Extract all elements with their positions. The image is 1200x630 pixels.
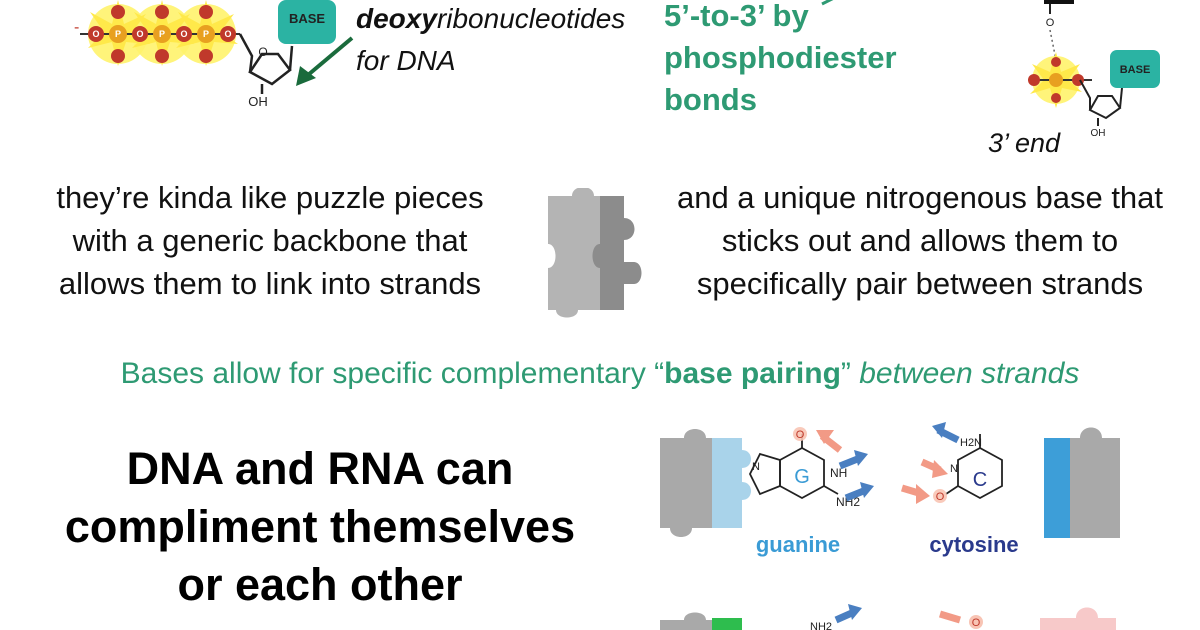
strand-end-nucleotide: O BASE OH [1028, 0, 1160, 139]
svg-text:O: O [258, 45, 267, 59]
phosphate-atom [197, 25, 215, 43]
pairing-italic: between strands [859, 357, 1080, 390]
phosphate-letter: P [159, 29, 165, 39]
headline: DNA and RNA can compliment themselves or… [0, 440, 640, 614]
phosphate-letter: P [115, 29, 121, 39]
phosphate-atom [153, 25, 171, 43]
oxygen-letter: O [224, 29, 231, 39]
pairing-after: ” [840, 357, 860, 390]
headline-line: DNA and RNA can [126, 443, 514, 494]
cytosine-h2n: H2N [960, 437, 982, 449]
right-base-label: BASE [1120, 64, 1151, 76]
puzzle-right-line: specifically pair between strands [696, 266, 1144, 301]
linkage-line-3: bonds [664, 82, 757, 117]
base-block [278, 0, 336, 44]
phosphate-letter: P [203, 29, 209, 39]
cytosine-oxygen: O [936, 491, 945, 503]
second-nh2: NH2 [810, 621, 832, 630]
right-oh-label: OH [1091, 128, 1106, 139]
charge-minus: - [74, 19, 79, 36]
deoxyribose-sugar [238, 33, 294, 94]
headline-line: compliment themselves [64, 501, 576, 552]
oxygen-letter: O [180, 29, 187, 39]
puzzle-left-line: they’re kinda like puzzle pieces [56, 180, 484, 215]
puzzle-left-line: allows them to link into strands [58, 266, 482, 301]
guanine-nh: NH [830, 466, 847, 480]
puzzle-backbone-text: they’re kinda like puzzle pieces with a … [20, 176, 520, 305]
puzzle-right-line: and a unique nitrogenous base that [676, 180, 1164, 215]
base-pairing-statement: Bases allow for specific complementary “… [0, 354, 1200, 394]
puzzle-right-line: sticks out and allows them to [721, 223, 1119, 258]
base-pair-diagram: O G NH NH2 N H2N C N O guanine cytosine … [660, 422, 1120, 630]
linkage-line-1: 5’-to-3’ by [664, 0, 809, 33]
cytosine-n: N [950, 463, 958, 475]
svg-text:O: O [1046, 17, 1055, 29]
second-pair-preview: NH2 O [660, 604, 1116, 630]
oxygen-atom [132, 26, 148, 42]
three-prime-end-label: 3’ end [988, 128, 1061, 158]
cytosine-label: cytosine [929, 532, 1018, 557]
for-dna-label: for DNA [356, 45, 456, 76]
guanine-n: N [752, 461, 760, 473]
triphosphate-chain: - O P O P O P O [74, 0, 240, 66]
second-oxygen: O [972, 617, 981, 629]
headline-line: or each other [177, 559, 463, 610]
pairing-before: Bases allow for specific complementary “ [120, 357, 665, 390]
cytosine-letter: C [973, 469, 987, 491]
puzzle-base-text: and a unique nitrogenous base that stick… [646, 176, 1194, 305]
guanine-molecule [748, 434, 839, 500]
oxygen-atom [176, 26, 192, 42]
guanine-letter: G [794, 466, 810, 488]
oxygen-letter: O [92, 29, 99, 39]
deoxyribonucleotides-label: deoxyribonucleotides [356, 3, 625, 34]
oxygen-atom [220, 26, 236, 42]
oxygen-letter: O [136, 29, 143, 39]
pointer-arrow [300, 36, 354, 82]
puzzle-piece-icon [548, 188, 642, 318]
guanine-nh2: NH2 [836, 495, 860, 509]
pairing-bold: base pairing [664, 357, 841, 390]
guanine-oxygen: O [796, 429, 805, 441]
phosphate-atom [109, 25, 127, 43]
linkage-line-2: phosphodiester [664, 40, 897, 75]
guanine-label: guanine [756, 532, 840, 557]
cytosine-puzzle-piece [1035, 427, 1120, 538]
puzzle-left-line: with a generic backbone that [72, 223, 468, 258]
oxygen-atom [88, 26, 104, 42]
deoxy-bold: deoxy [356, 3, 438, 34]
deoxy-rest: ribonucleotides [437, 3, 625, 34]
guanine-puzzle-piece [660, 429, 751, 537]
oh-label: OH [248, 94, 268, 109]
base-label: BASE [289, 11, 325, 26]
cytosine-molecule [945, 434, 1003, 500]
nucleotide-illustrations: - O P O P O P O O OH BASE deoxyribonucle… [74, 0, 1160, 158]
